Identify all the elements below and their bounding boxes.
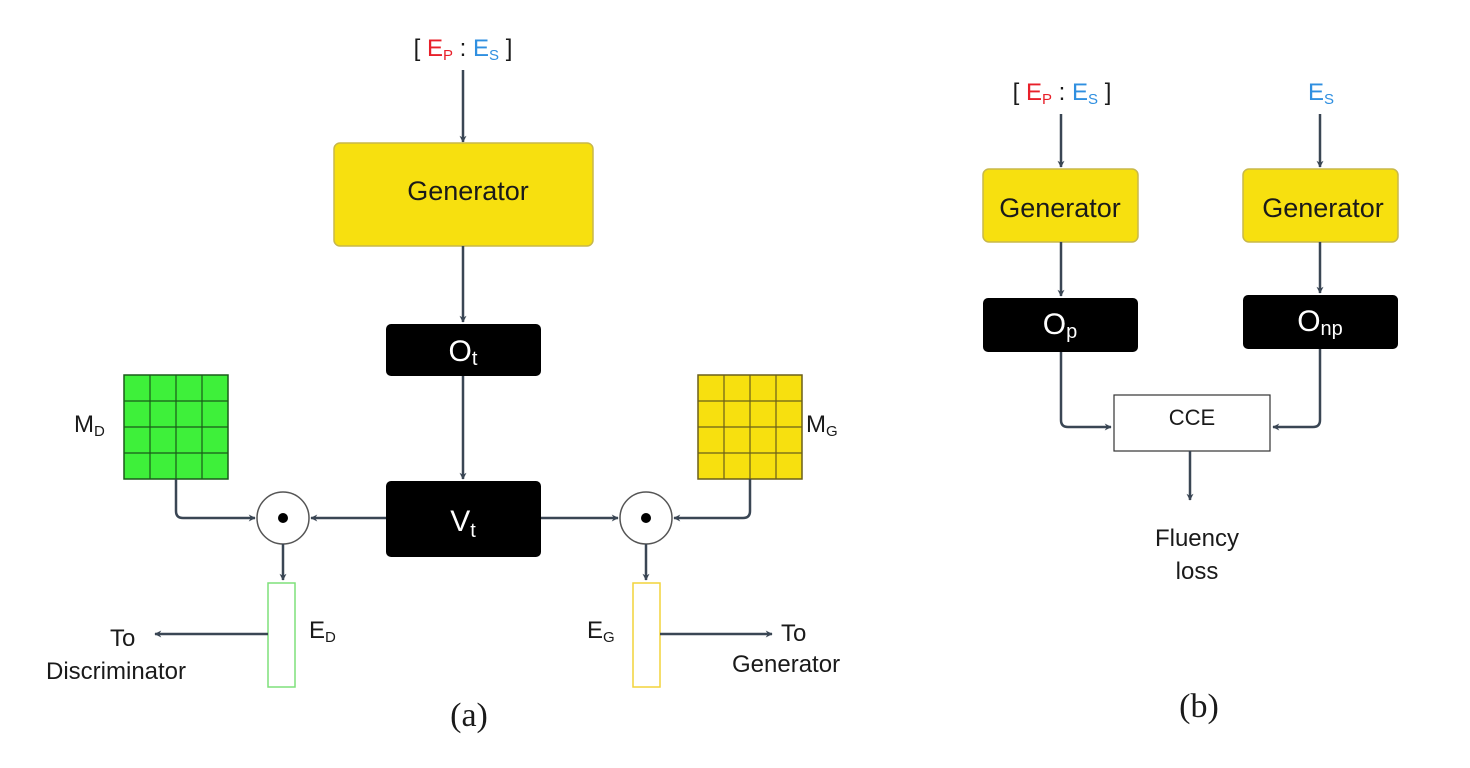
to-generator-line1: To — [781, 620, 806, 647]
ed-vector — [267, 582, 296, 688]
to-generator-line2: Generator — [732, 651, 840, 678]
mg-label: MG — [806, 411, 838, 440]
to-discriminator-line2: Discriminator — [46, 658, 186, 685]
eg-label: EG — [587, 617, 615, 646]
op-label: Op — [1043, 308, 1077, 343]
op-box — [983, 298, 1138, 352]
ot-box — [386, 324, 541, 376]
arrow-mg-to-circle — [673, 479, 752, 522]
fluency-loss-line2: loss — [1176, 558, 1219, 585]
mg-matrix — [697, 374, 803, 480]
ot-label: Ot — [449, 335, 478, 370]
cce-label: CCE — [1169, 405, 1215, 430]
onp-label: Onp — [1297, 305, 1343, 340]
panel-a-input-label: [ EP : ES ] — [414, 35, 513, 64]
md-matrix — [123, 374, 229, 480]
panel-b: [ EP : ES ] ES Generator Generator Op On… — [982, 79, 1399, 725]
md-label: MD — [74, 411, 105, 440]
panel-a: [ EP : ES ] Generator Ot Vt MD — [46, 35, 840, 734]
onp-box — [1243, 295, 1398, 349]
panel-b-input-left: [ EP : ES ] — [1013, 79, 1112, 108]
panel-a-caption: (a) — [450, 697, 488, 734]
eg-vector — [632, 582, 661, 688]
generator-right-label: Generator — [1262, 193, 1384, 223]
vt-box — [386, 481, 541, 557]
generator-label: Generator — [407, 176, 529, 206]
vt-label: Vt — [450, 505, 476, 542]
arrow-op-to-cce — [1059, 352, 1112, 431]
arrow-onp-to-cce — [1272, 349, 1322, 431]
panel-b-caption: (b) — [1179, 688, 1219, 725]
panel-b-input-right: ES — [1308, 79, 1334, 108]
fluency-loss-line1: Fluency — [1155, 525, 1239, 552]
to-discriminator-line1: To — [110, 625, 135, 652]
generator-left-label: Generator — [999, 193, 1121, 223]
ed-label: ED — [309, 617, 336, 646]
arrow-md-to-circle — [174, 479, 256, 522]
cce-box — [1113, 394, 1271, 452]
